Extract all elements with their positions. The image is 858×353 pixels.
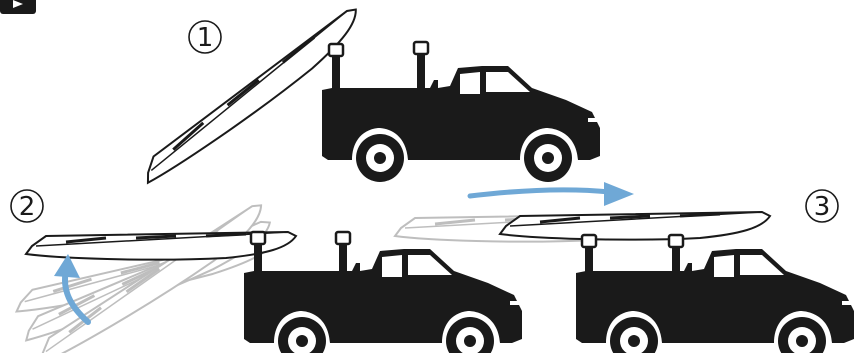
play-icon[interactable] <box>0 0 36 14</box>
straight-arrow-icon <box>470 182 634 206</box>
svg-text:1: 1 <box>197 23 214 53</box>
svg-text:2: 2 <box>19 192 36 222</box>
step-1-number: 1 <box>189 21 221 53</box>
step-3-number: 3 <box>806 190 838 222</box>
step-2-number: 2 <box>11 190 43 222</box>
truck-icon <box>576 249 854 353</box>
truck-icon <box>322 66 600 182</box>
svg-text:3: 3 <box>814 192 831 222</box>
rack-post <box>414 42 428 94</box>
kayak-ghost <box>12 202 282 353</box>
kayak-icon <box>500 212 770 240</box>
truck-icon <box>244 249 522 353</box>
